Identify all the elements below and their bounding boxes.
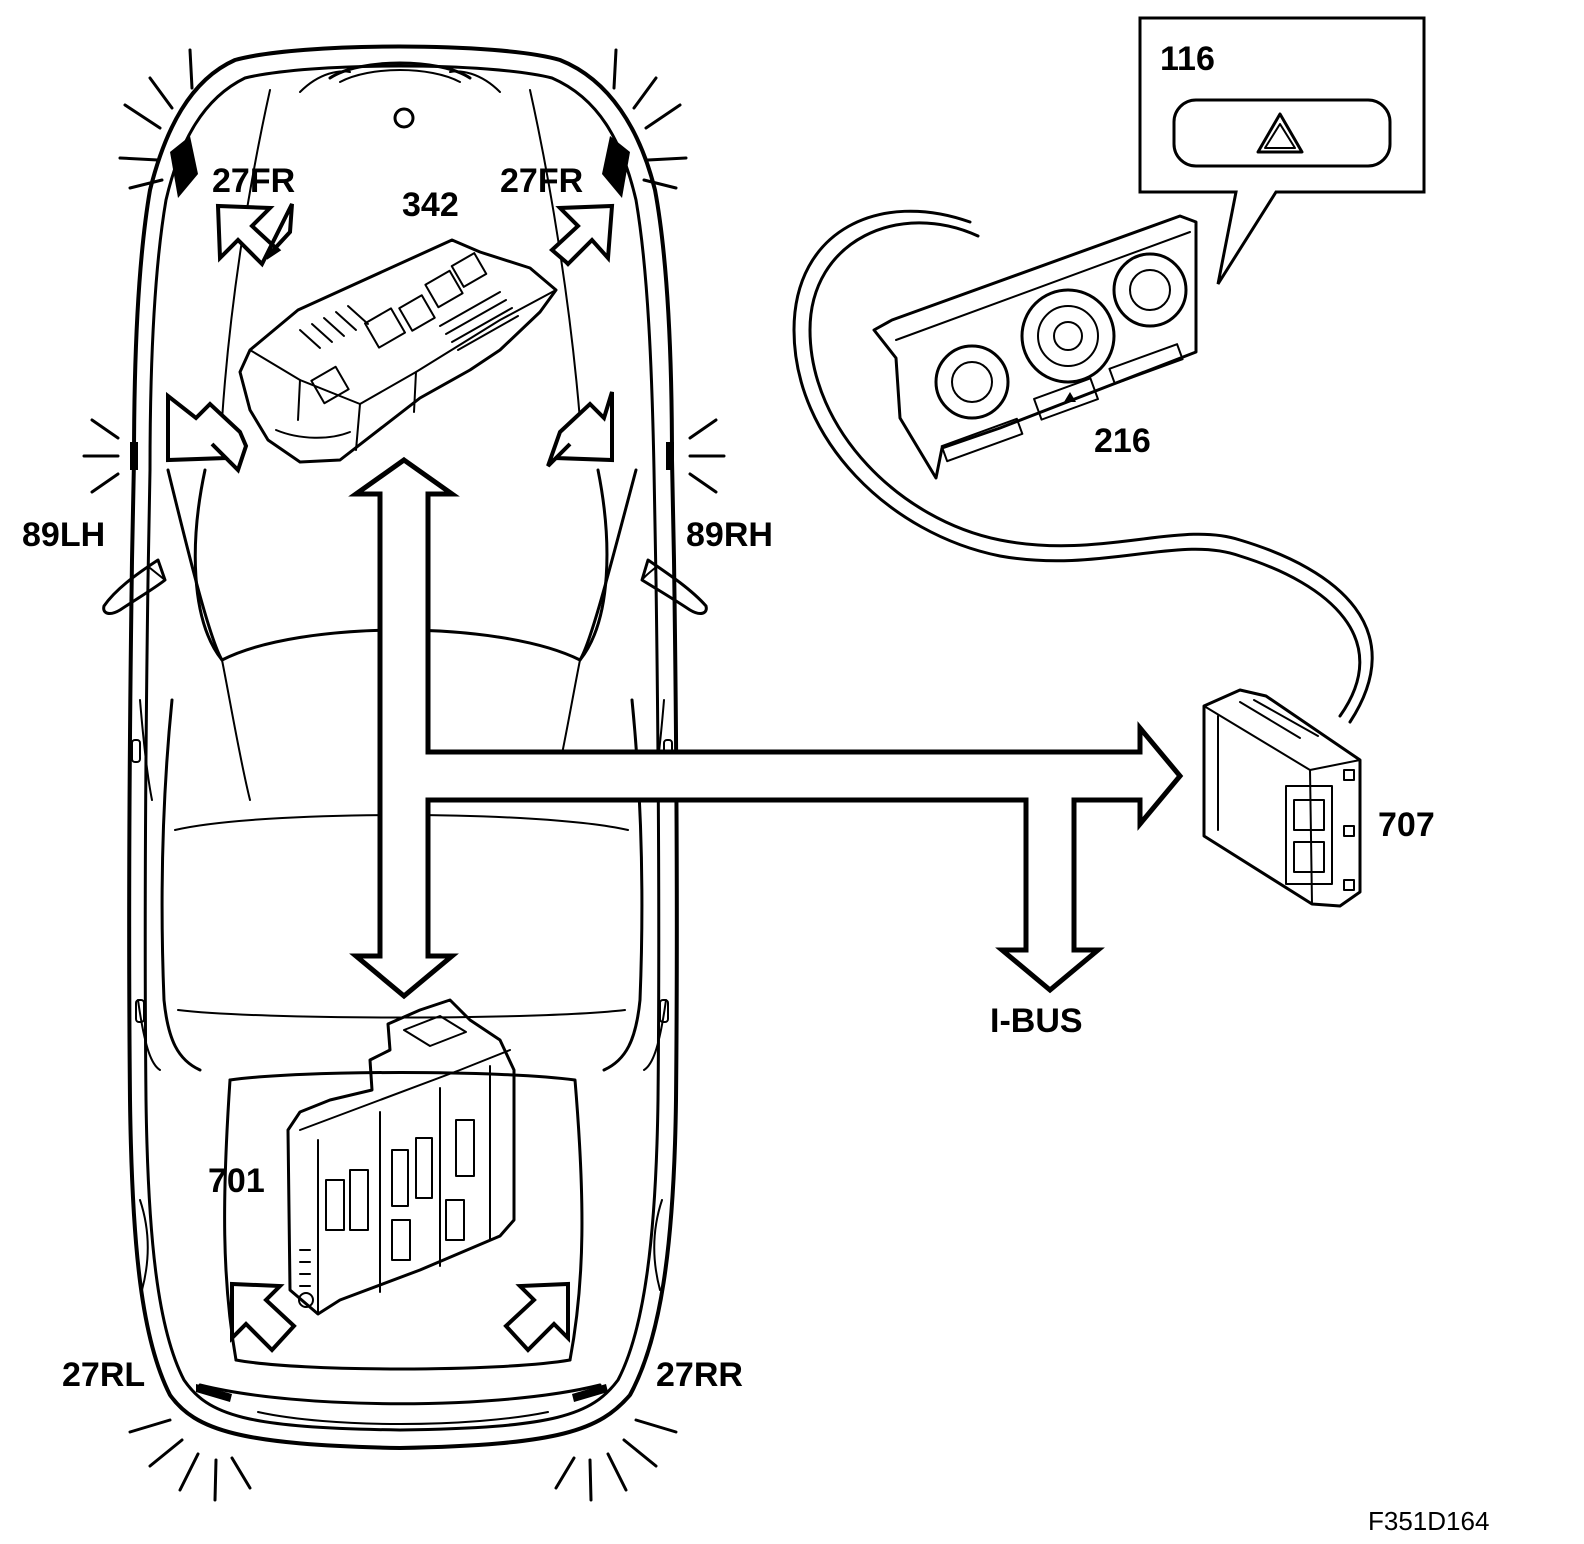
label-i-bus: I-BUS (990, 1002, 1083, 1040)
component-701-rear-module (286, 998, 516, 1316)
bus-arrow-342-701 (348, 456, 1184, 1000)
flash-rays-side-left (82, 418, 120, 494)
rear-left-indicator-lamp (196, 1384, 232, 1402)
hazard-triangle-icon (1256, 112, 1304, 154)
label-27fr-left: 27FR (212, 162, 295, 200)
side-mirror-right (640, 558, 708, 615)
arrow-to-89rh (546, 391, 614, 468)
label-27rr: 27RR (656, 1356, 743, 1394)
callout-116 (1138, 16, 1426, 285)
flash-rays-rear-left (128, 1418, 252, 1502)
label-701: 701 (208, 1162, 265, 1200)
component-216-control-panel (872, 214, 1198, 480)
front-right-indicator-lamp (602, 136, 630, 198)
arrow-to-27rr (503, 1281, 570, 1353)
component-707-module (1202, 688, 1362, 908)
side-repeater-right (666, 442, 674, 470)
front-left-indicator-lamp (170, 136, 198, 198)
flash-rays-front-left (118, 48, 194, 190)
arrow-to-89lh (166, 391, 249, 474)
label-27rl: 27RL (62, 1356, 145, 1394)
figure-id: F351D164 (1368, 1506, 1489, 1536)
rear-right-indicator-lamp (572, 1384, 608, 1402)
arrow-to-27fr-right (548, 203, 615, 267)
component-342-relay-box (238, 238, 558, 464)
label-89lh: 89LH (22, 516, 105, 554)
flash-rays-side-right (688, 418, 726, 494)
label-27fr-right: 27FR (500, 162, 583, 200)
arrow-to-27rl (230, 1281, 297, 1353)
label-342: 342 (402, 186, 459, 224)
flash-rays-rear-right (554, 1418, 678, 1502)
label-116: 116 (1160, 40, 1215, 78)
wire-outer (808, 221, 1374, 724)
label-216: 216 (1094, 422, 1151, 460)
flash-rays-front-right (612, 48, 688, 190)
wire-inner (792, 209, 1362, 718)
arrow-to-27fr-left (215, 203, 294, 268)
label-707: 707 (1378, 806, 1435, 844)
label-89rh: 89RH (686, 516, 773, 554)
side-mirror-left (102, 558, 167, 615)
side-repeater-left (130, 442, 138, 470)
